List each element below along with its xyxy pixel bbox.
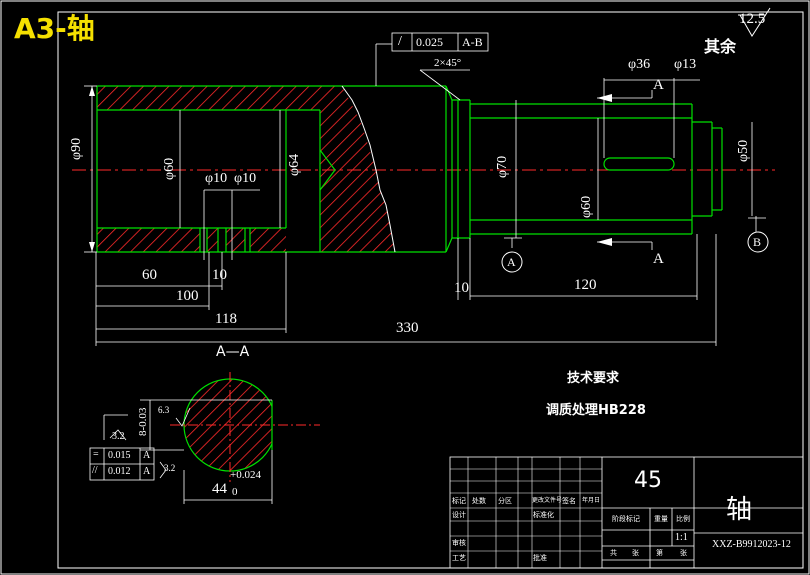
- title-sheet-no: 第: [656, 549, 663, 557]
- dimension-lines: [84, 43, 766, 346]
- chamfer-label: 2×45°: [434, 57, 462, 69]
- datum-b-circle: [747, 231, 769, 253]
- hatch-top: [97, 86, 376, 170]
- roughness-symbol: [738, 7, 771, 37]
- len-100-label: 100: [176, 288, 199, 304]
- inner-border: [57, 11, 804, 569]
- title-weight-label: 重量: [654, 515, 668, 523]
- dia-90-label: φ90: [69, 137, 84, 160]
- len-60-label: 60: [142, 267, 157, 283]
- title-row-label-5: 签名: [562, 497, 576, 505]
- tolerance-frame: [391, 32, 489, 52]
- title-sheet-word: 张: [632, 549, 639, 557]
- title-stage-label: 阶段标记: [612, 515, 640, 523]
- datum-a-label: A: [507, 255, 516, 269]
- len-10b-label: 10: [454, 280, 469, 296]
- dia-10a-label: φ10: [205, 171, 228, 186]
- section-dim-b: 8-0.03: [137, 407, 149, 436]
- section-tol-row-1-datum: A: [143, 450, 151, 461]
- title-review: 审核: [452, 539, 466, 547]
- datum-a-circle: [501, 251, 523, 273]
- section-tol-row-1-value: 0.015: [108, 450, 131, 461]
- section-mark-a-bottom: A: [653, 251, 664, 267]
- hatch-bottom-hole-b: [226, 228, 245, 252]
- shaft-outline: [96, 85, 723, 253]
- roughness-value: 12.5: [739, 11, 766, 27]
- title-scale: 1:1: [675, 532, 688, 543]
- title-row-label-1: 标记: [452, 497, 466, 505]
- title-material: 45: [634, 468, 662, 493]
- dia-10b-label: φ10: [234, 171, 257, 186]
- len-118-label: 118: [215, 311, 237, 327]
- hatch-bottom-hole-a: [207, 228, 218, 252]
- datum-b-label: B: [753, 235, 762, 249]
- title-ratio-label: 比例: [676, 515, 690, 523]
- section-view-title: A—A: [216, 344, 250, 360]
- title-process: 工艺: [452, 554, 466, 562]
- notes-item: 调质处理HB228: [546, 403, 646, 418]
- section-rough-small: 6.3: [158, 405, 170, 415]
- title-row-label-6: 年月日: [582, 497, 601, 504]
- hatch-bottom-left: [97, 228, 200, 252]
- notes-heading: 技术要求: [567, 371, 620, 386]
- corner-label: A3-轴: [14, 12, 95, 45]
- tolerance-symbol: /: [398, 34, 402, 49]
- dia-60-key-label: φ60: [579, 195, 594, 218]
- title-drawing-no: XXZ-B9912023-12: [712, 539, 791, 550]
- title-row-label-2: 处数: [472, 497, 486, 505]
- title-row-label-4: 更改文件号: [532, 497, 563, 504]
- arrowheads: [89, 86, 612, 252]
- dia-64-label: φ64: [287, 153, 302, 176]
- section-tol-row-2-datum: A: [143, 466, 151, 477]
- break-line: [341, 85, 396, 253]
- roughness-rest-label: 其余: [704, 37, 737, 56]
- dia-60-bore-label: φ60: [162, 157, 177, 180]
- title-block-rows: [450, 457, 602, 568]
- title-designer: 设计: [452, 511, 466, 519]
- dia-36-label: φ36: [628, 57, 651, 72]
- dia-50-label: φ50: [736, 139, 751, 162]
- section-tol-upper: +0.024: [230, 469, 261, 481]
- section-dim-44: 44: [212, 481, 227, 497]
- title-approve: 批准: [533, 554, 547, 562]
- title-sheets-total: 共: [610, 549, 617, 557]
- section-tol-row-2-value: 0.012: [108, 466, 131, 477]
- tolerance-datum: A-B: [462, 35, 483, 49]
- tolerance-value: 0.025: [416, 35, 443, 49]
- section-dims: [103, 399, 273, 504]
- section-keyway-cut: [272, 400, 282, 450]
- section-mark-a-top: A: [653, 77, 664, 93]
- dia-13-label: φ13: [674, 57, 697, 72]
- section-rough-bottom: 3.2: [164, 463, 176, 473]
- hatch-bottom-mid: [250, 228, 286, 252]
- section-rough-left: 3.2: [112, 431, 125, 442]
- section-tol-lower: 0: [232, 486, 238, 498]
- section-tolerance-table: [89, 447, 155, 481]
- section-tol-row-2-sym: //: [92, 465, 98, 476]
- keyway: [603, 157, 675, 171]
- title-sheet-word2: 张: [680, 549, 687, 557]
- section-tol-row-1-sym: =: [93, 449, 99, 460]
- len-120-label: 120: [574, 277, 597, 293]
- len-330-label: 330: [396, 320, 419, 336]
- title-standardize: 标准化: [533, 511, 554, 519]
- title-part-name: 轴: [726, 495, 753, 525]
- hatch-bottom-right: [320, 170, 395, 252]
- title-row-label-3: 分区: [498, 497, 512, 505]
- dia-70-label: φ70: [495, 155, 510, 178]
- title-block-grid: [449, 456, 804, 569]
- len-10-label: 10: [212, 267, 227, 283]
